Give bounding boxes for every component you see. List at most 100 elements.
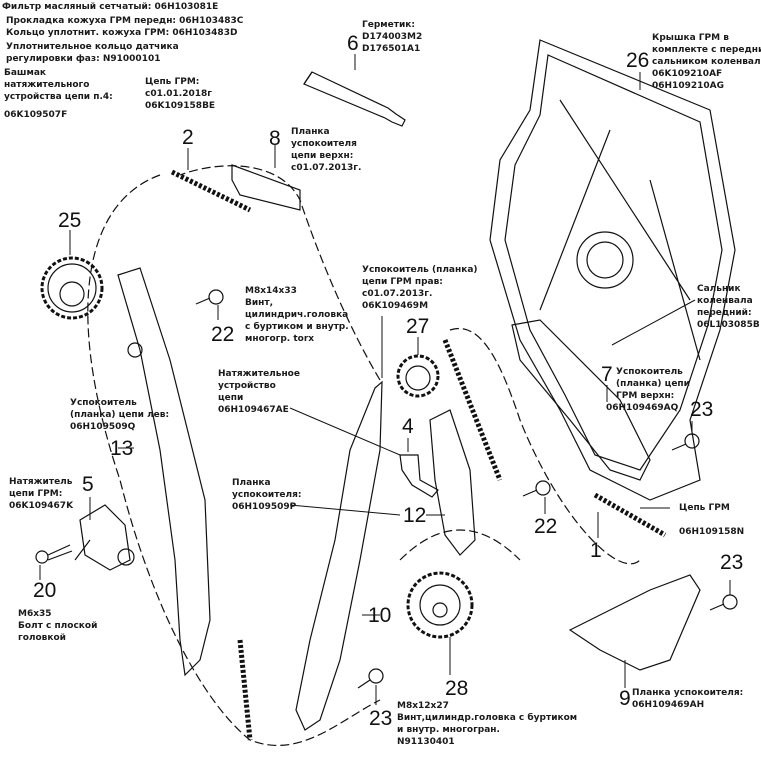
label-line: 06H109509P <box>232 502 297 512</box>
label-sealant: Герметик: D174003M2 D176501A1 <box>362 19 422 55</box>
label-guide-upper: Планка успокоителя цепи верхн: с01.07.20… <box>291 126 361 174</box>
label-line: 06K109469M <box>362 301 429 311</box>
note-cover-seal-ring: Кольцо уплотнит. кожуха ГРМ: 06H103483D <box>6 28 238 38</box>
note-sensor-seal-ring-2: регулировки фаз: N91000101 <box>6 54 161 64</box>
label-line: Натяжитель <box>9 477 73 487</box>
callout-9: 9 <box>619 687 631 710</box>
label-guide-left: Успокоитель (планка) цепи лев: 06H109509… <box>70 397 169 433</box>
label-line: Герметик: <box>362 20 415 30</box>
bolt-part-23b <box>709 594 738 611</box>
label-line: Цепь ГРМ: <box>145 77 200 87</box>
label-line: Планка успокоителя: <box>632 688 744 698</box>
label-line: Натяжительное <box>218 369 300 379</box>
label-line: N91130401 <box>397 737 455 747</box>
label-line: успокоителя: <box>232 490 302 500</box>
sprocket-part-28 <box>406 571 474 639</box>
label-line: цепи ГРМ прав: <box>362 277 443 287</box>
callout-22-a: 22 <box>211 323 235 346</box>
callout-5: 5 <box>82 473 94 496</box>
label-line: Успокоитель (планка) <box>362 265 478 275</box>
label-bolt-20: M6x35 Болт с плоской головкой <box>18 608 97 644</box>
chain-segment-27 <box>442 339 503 481</box>
bolt-part-22b <box>522 480 551 497</box>
label-line: 06L103085B <box>697 320 760 330</box>
label-line: 06H109469AH <box>632 700 705 710</box>
callout-13: 13 <box>110 437 134 460</box>
label-line: D174003M2 <box>362 32 423 42</box>
callout-23-a: 23 <box>690 398 714 421</box>
guide-upper-part-8 <box>231 164 301 211</box>
label-line: 06H109469AQ <box>606 403 679 413</box>
callout-26: 26 <box>626 49 650 72</box>
callout-8: 8 <box>269 127 281 150</box>
tensioner-part-5 <box>74 504 135 571</box>
callout-20: 20 <box>33 579 57 602</box>
label-line: Винт, <box>245 298 274 308</box>
label-line: Болт с плоской <box>18 621 98 631</box>
label-crank-seal: Сальник коленвала передний: 06L103085B <box>697 283 760 331</box>
label-tensioner-device: Натяжительное устройство цепи 06H109467A… <box>218 368 300 416</box>
label-tensioner-5: Натяжитель цепи ГРМ: 06K109467K <box>9 476 73 512</box>
callout-1: 1 <box>590 539 602 562</box>
label-line: 06H109467AE <box>218 405 289 415</box>
label-line: 06K109507F <box>4 110 68 120</box>
callout-27: 27 <box>406 315 430 338</box>
label-line: D176501A1 <box>362 44 421 54</box>
label-line: Успокоитель <box>70 398 137 408</box>
label-line: натяжительного <box>4 80 90 90</box>
label-line: Успокоитель <box>616 367 683 377</box>
callout-10: 10 <box>368 604 392 627</box>
label-line: (планка) цепи лев: <box>70 410 170 420</box>
label-line: успокоителя <box>291 139 357 149</box>
label-line: 06K109210AF <box>652 69 723 79</box>
guide-part-12 <box>429 409 476 556</box>
label-line: Цепь ГРМ <box>679 503 730 513</box>
leader-lines <box>39 54 731 705</box>
label-line: Планка <box>232 478 271 488</box>
label-line: Винт,цилиндр.головка с буртиком <box>397 713 578 723</box>
label-cover: Крышка ГРМ в комплекте с передним сальни… <box>652 32 761 92</box>
label-line: сальником коленвала: <box>652 57 761 67</box>
chain-segment-bottom <box>237 639 253 741</box>
guide-part-9 <box>568 574 701 671</box>
label-chain-lower: Цепь ГРМ 06H109158N <box>679 502 744 538</box>
sealant-tube-part-6 <box>303 71 406 127</box>
label-line: M8x12x27 <box>397 701 449 711</box>
label-line: и внутр. многогран. <box>397 725 500 735</box>
label-line: цепи <box>218 393 244 403</box>
callout-4: 4 <box>402 415 414 438</box>
chain-segment-2 <box>170 169 252 213</box>
label-line: 06K109467K <box>9 501 74 511</box>
label-line: M6x35 <box>18 609 52 619</box>
guide-part-7 <box>511 319 651 481</box>
bolt-part-22a <box>195 289 224 305</box>
label-line: с01.07.2013г. <box>291 163 362 173</box>
callout-6: 6 <box>347 32 359 55</box>
label-line: Крышка ГРМ в <box>652 33 729 43</box>
chain-loop-lower <box>399 327 641 565</box>
label-line: устройства цепи п.4: <box>4 92 113 102</box>
label-line: передний: <box>697 308 752 318</box>
label-line: цепи ГРМ: <box>9 489 63 499</box>
note-oil-filter: Фильтр масляный сетчатый: 06H103081E <box>2 2 219 12</box>
callout-28: 28 <box>445 677 469 700</box>
bolt-part-20 <box>35 544 73 564</box>
label-line: с01.01.2018г <box>145 89 212 99</box>
label-chain-upper: Цепь ГРМ: с01.01.2018г 06K109158BE <box>145 76 215 112</box>
label-line: коленвала <box>697 296 753 306</box>
label-shoe: Башмак натяжительного устройства цепи п.… <box>4 67 113 121</box>
label-line: (планка) цепи <box>616 379 690 389</box>
guide-left-pivot <box>127 342 143 358</box>
label-line: 06H109509Q <box>70 422 136 432</box>
label-line: M8x14x33 <box>245 286 297 296</box>
guide-left-part-13 <box>117 267 211 677</box>
note-cover-gasket: Прокладка кожуха ГРМ передн: 06H103483C <box>6 16 244 26</box>
sprocket-part-25 <box>40 256 104 320</box>
chain-segment-1 <box>593 492 667 538</box>
bolt-part-23a <box>671 433 700 451</box>
callout-12: 12 <box>403 504 427 527</box>
bolt-part-23c <box>357 668 384 689</box>
label-line: Сальник <box>697 284 741 294</box>
label-line: 06K109158BE <box>145 101 216 111</box>
